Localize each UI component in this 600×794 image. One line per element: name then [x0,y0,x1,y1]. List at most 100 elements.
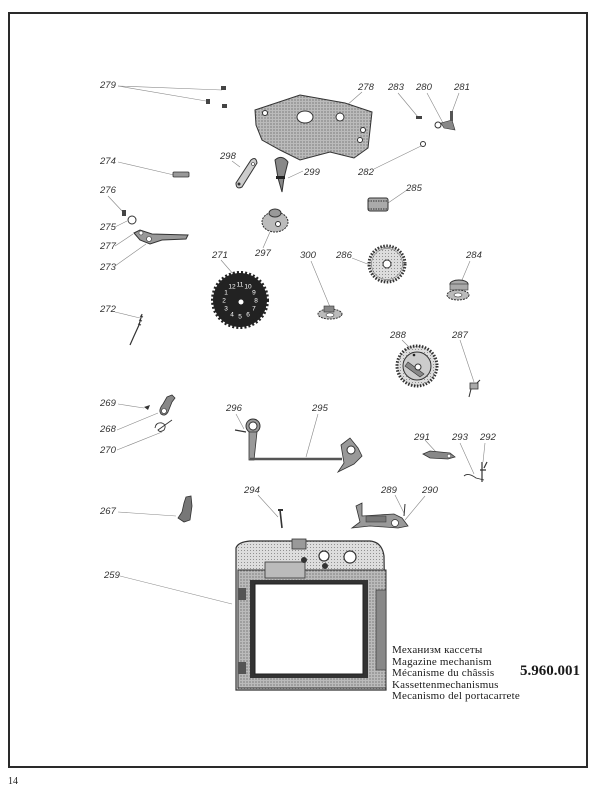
caption-spanish: Mecanismo del portacarrete [392,690,520,702]
dial-number: 11 [237,282,244,289]
label-270: 270 [99,445,117,456]
label-279: 279 [99,80,117,91]
label-272: 272 [99,304,117,315]
part-270: 270 [99,419,173,456]
screw-icon [206,86,227,108]
part-278: 278 [254,82,375,161]
label-275: 275 [99,222,117,233]
spring-icon [463,473,485,481]
pin-icon [172,171,190,178]
pin-icon [450,111,453,121]
dial-number: 8 [254,298,258,305]
pin-icon [279,509,283,529]
counter-dial-gear-icon [211,271,269,329]
part-274: 274 [99,156,190,178]
label-280: 280 [415,82,433,93]
part-283: 283 [387,82,422,119]
dial-number: 9 [252,290,256,297]
gear-icon [317,305,343,320]
gear-wheel-icon [367,244,407,284]
link-plate-icon [235,158,258,189]
screw-icon [122,210,126,216]
spring-icon [154,419,173,432]
part-272: 272 [99,304,144,346]
label-298: 298 [219,151,237,162]
dial-number: 12 [228,284,236,291]
label-274: 274 [99,156,116,167]
label-291: 291 [413,432,430,443]
pin-icon [350,502,409,529]
pawl-icon [274,156,289,193]
label-268: 268 [99,424,117,435]
caption-english: Magazine mechanism [392,655,492,668]
label-287: 287 [451,330,469,341]
catalog-number: 5.960.001 [520,663,580,679]
label-273: 273 [99,262,117,273]
label-281: 281 [453,82,470,93]
part-275: 275 [99,215,137,233]
label-271: 271 [211,250,228,261]
lever-icon [434,121,442,129]
label-285: 285 [405,183,423,194]
dial-number: 3 [224,306,228,313]
label-295: 295 [311,403,329,414]
part-288: 288 [389,330,439,388]
part-268: 268 [99,394,176,435]
part-293: 293 [451,432,485,481]
label-259: 259 [103,570,121,581]
dial-number: 1 [224,290,228,297]
part-285: 285 [367,183,423,212]
caption-block: Механизм кассеты Magazine mechanism Méca… [392,644,520,703]
label-282: 282 [357,167,375,178]
label-277: 277 [99,241,117,252]
screw-icon [416,116,422,119]
part-294: 294 [243,485,283,529]
label-299: 299 [303,167,321,178]
part-289: 289 [380,485,406,517]
dial-number: 4 [230,311,234,318]
ratchet-wheel-icon [395,344,439,388]
label-284: 284 [465,250,482,261]
part-259: 259 [103,538,387,691]
dial-number: 5 [238,314,242,321]
spring-icon [234,429,247,433]
part-296: 296 [225,403,247,433]
part-295: 295 [245,403,363,474]
label-278: 278 [357,82,375,93]
part-273: 273 [99,229,189,273]
label-290: 290 [421,485,439,496]
screw-icon [144,405,150,410]
label-293: 293 [451,432,469,443]
caption-russian: Механизм кассеты [392,644,483,656]
label-283: 283 [387,82,405,93]
part-279: 279 [99,80,227,108]
part-297: 297 [254,208,289,259]
label-294: 294 [243,485,260,496]
catch-icon [177,495,193,523]
linkage-rod-icon [245,418,363,474]
caption-german: Kassettenmechanismus [392,678,499,691]
pin-icon [480,461,488,482]
label-267: 267 [99,506,117,517]
part-299: 299 [274,156,321,193]
washer-icon [127,215,137,225]
plate-icon [254,94,373,161]
part-269: 269 [99,398,150,410]
part-286: 286 [335,244,407,284]
label-297: 297 [254,248,272,259]
gear-icon [367,197,389,212]
label-300: 300 [300,250,317,261]
caption-french: Mécanisme du châssis [392,667,495,679]
part-267: 267 [99,495,193,523]
spring-icon [403,503,406,517]
spring-icon [468,379,481,398]
page-border [8,12,588,768]
spool-gear-icon [446,279,470,301]
label-288: 288 [389,330,407,341]
part-284: 284 [446,250,482,301]
washer-icon [420,141,426,147]
part-300: 300 [300,250,343,320]
label-269: 269 [99,398,117,409]
